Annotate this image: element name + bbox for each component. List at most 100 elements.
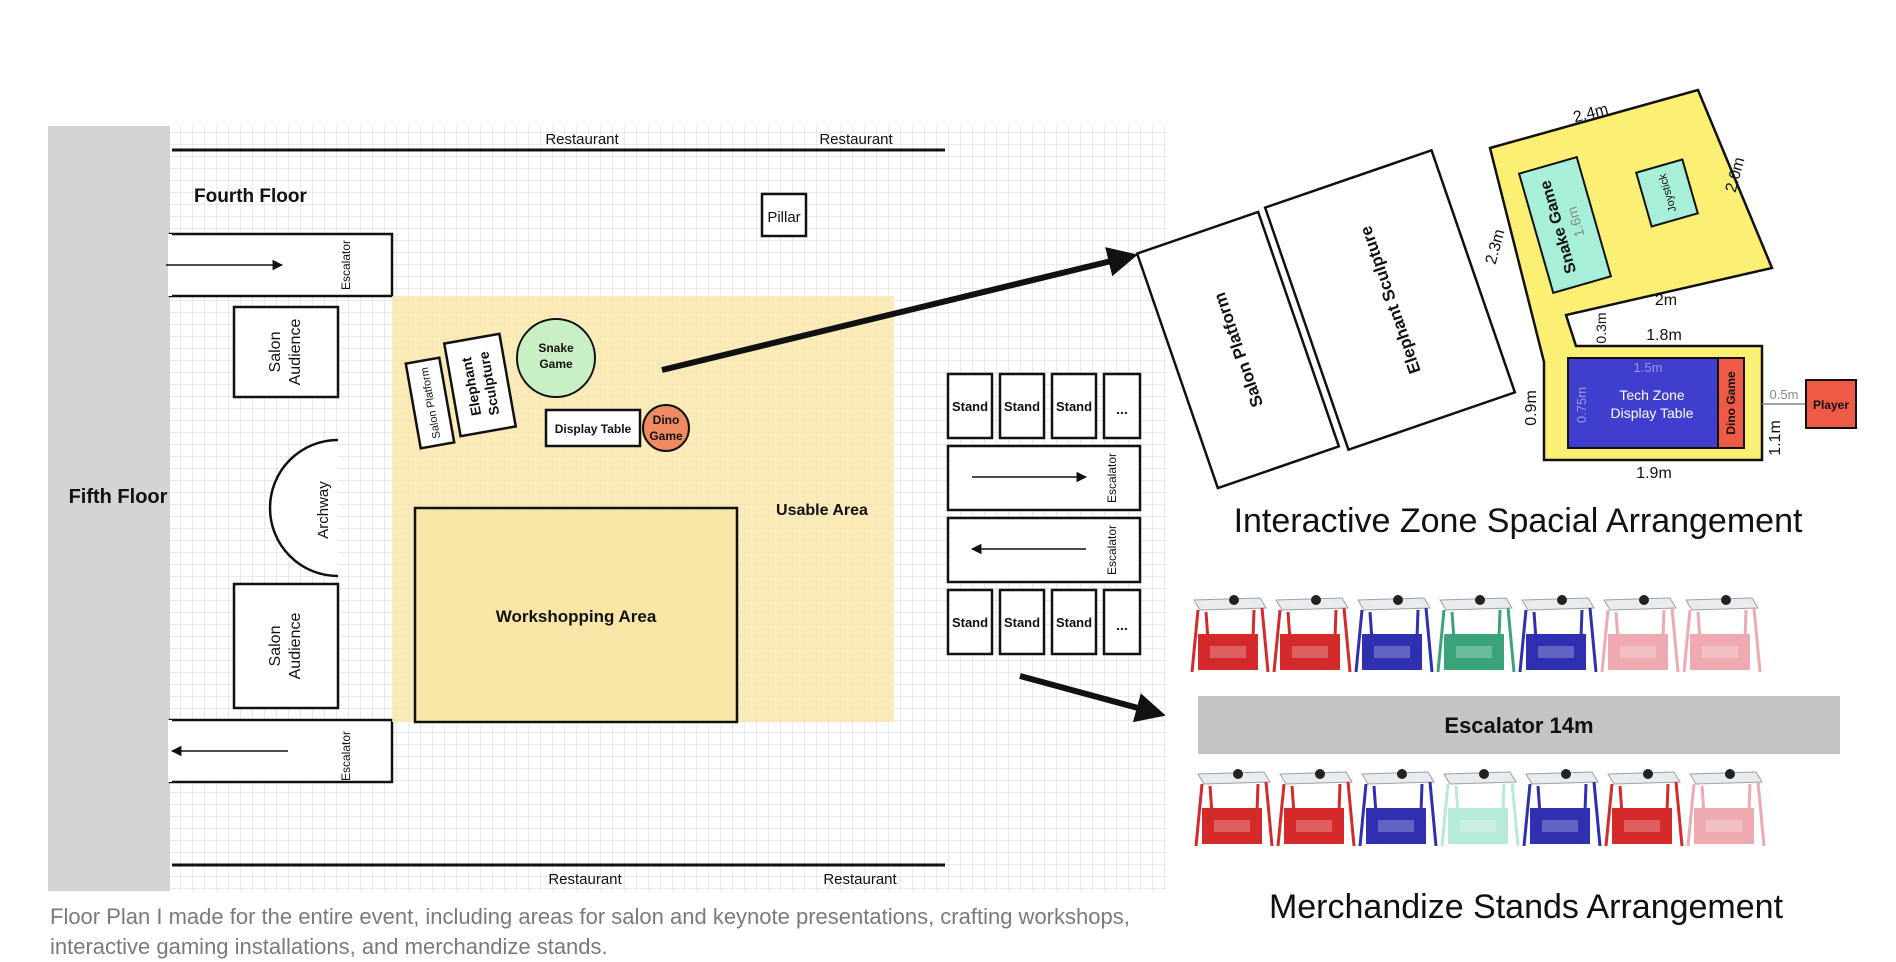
stand-logo-icon — [1475, 595, 1485, 605]
merch-stands-top-row — [1190, 595, 1762, 673]
stand-box-more — [1102, 372, 1142, 440]
merch-stand — [1190, 595, 1270, 673]
display-table-label: Display Table — [555, 422, 632, 436]
escalator-right-up-label: Escalator — [1105, 453, 1119, 503]
dim-inner-step: 2m — [1655, 292, 1677, 309]
merch-title: Merchandize Stands Arrangement — [1269, 888, 1784, 926]
dino-game-line1: Dino — [653, 413, 680, 427]
interactive-zone-title: Interactive Zone Spacial Arrangement — [1234, 502, 1803, 540]
escalator-bar-label: Escalator 14m — [1444, 713, 1593, 738]
restaurant-bottom-left: Restaurant — [548, 871, 622, 888]
dino-game-circle — [642, 404, 690, 452]
dim-bottom: 1.9m — [1636, 465, 1672, 482]
figure-caption: Floor Plan I made for the entire event, … — [50, 904, 1130, 959]
snake-game-line1: Snake — [538, 341, 574, 355]
salon-platform-small — [404, 356, 456, 450]
stand-logo-icon — [1557, 595, 1567, 605]
dim-left-upper: 2.3m — [1483, 227, 1509, 266]
snake-game-rect — [1517, 155, 1613, 295]
pillar-label: Pillar — [767, 209, 800, 226]
dino-game-line2: Game — [649, 429, 683, 443]
restaurant-top-left: Restaurant — [545, 131, 619, 148]
stand-box — [1050, 372, 1098, 440]
stand-ellipsis: ... — [1116, 401, 1128, 417]
salon-platform-large — [1135, 210, 1341, 490]
stand-ellipsis: ... — [1116, 617, 1128, 633]
merch-stand — [1522, 769, 1602, 847]
stand-logo-icon — [1311, 595, 1321, 605]
stand-logo-icon — [1725, 769, 1735, 779]
elephant-sculpture-large — [1263, 148, 1517, 452]
merch-stand — [1440, 769, 1520, 847]
salon-audience-top-line1: Salon — [267, 332, 284, 373]
merch-stand — [1354, 595, 1434, 673]
player-gap-dim: 0.5m — [1770, 387, 1799, 402]
tech-zone-table — [1567, 357, 1719, 449]
escalator-right-down-label: Escalator — [1105, 525, 1119, 575]
snake-game-circle — [516, 318, 596, 398]
merch-stand — [1272, 595, 1352, 673]
workshopping-area — [413, 506, 739, 724]
dim-left-lower: 0.9m — [1523, 390, 1540, 426]
snake-game-line2: Game — [539, 357, 573, 371]
fifth-floor-label: Fifth Floor — [69, 486, 168, 508]
merch-stand — [1604, 769, 1684, 847]
stands-top-row: Stand Stand Stand ... — [946, 372, 1142, 440]
pointer-arrow-merch — [1019, 673, 1166, 723]
stand-box — [946, 372, 994, 440]
fourth-floor-label: Fourth Floor — [194, 186, 308, 207]
stand-logo-icon — [1639, 595, 1649, 605]
merch-stand — [1358, 769, 1438, 847]
salon-audience-top — [232, 305, 340, 399]
player-label: Player — [1813, 398, 1849, 412]
stand-box-more — [1102, 588, 1142, 656]
restaurant-top-right: Restaurant — [819, 131, 893, 148]
merch-stand — [1276, 769, 1356, 847]
stand-logo-icon — [1479, 769, 1489, 779]
escalator-top-label: Escalator — [339, 240, 353, 290]
stands-bottom-row: Stand Stand Stand ... — [946, 588, 1142, 656]
fifth-floor-block — [48, 126, 170, 891]
stand-label: Stand — [952, 399, 988, 414]
escalator-right-up — [946, 444, 1142, 512]
stand-label: Stand — [1004, 615, 1040, 630]
interactive-zone-diagram: Salon Platform Elephant Sculpture Snake … — [1135, 88, 1857, 540]
stand-box — [998, 588, 1046, 656]
dino-game-rect — [1717, 357, 1745, 449]
stand-logo-icon — [1397, 769, 1407, 779]
dim-notch: 0.3m — [1593, 312, 1609, 343]
merch-stands-bottom-row — [1194, 769, 1766, 847]
stand-box — [998, 372, 1046, 440]
escalator-bottom-label: Escalator — [339, 731, 353, 781]
merch-stand — [1600, 595, 1680, 673]
display-table — [544, 408, 642, 448]
elephant-sculpture-small — [442, 332, 518, 438]
stand-label: Stand — [1004, 399, 1040, 414]
salon-audience-top-line2: Audience — [287, 319, 304, 386]
merch-stand — [1518, 595, 1598, 673]
stand-logo-icon — [1233, 769, 1243, 779]
stand-logo-icon — [1721, 595, 1731, 605]
tech-height-dim: 0.75m — [1574, 387, 1589, 423]
player-rect — [1805, 379, 1857, 429]
merch-stand — [1686, 769, 1766, 847]
stand-logo-icon — [1643, 769, 1653, 779]
salon-audience-bottom-line2: Audience — [287, 613, 304, 680]
tech-zone-line2: Display Table — [1610, 405, 1693, 421]
stand-logo-icon — [1315, 769, 1325, 779]
restaurant-bottom-right: Restaurant — [823, 871, 897, 888]
stand-logo-icon — [1229, 595, 1239, 605]
salon-audience-bottom-line1: Salon — [267, 626, 284, 667]
escalator-bar — [1198, 696, 1840, 754]
stand-label: Stand — [952, 615, 988, 630]
stand-box — [1050, 588, 1098, 656]
tech-width-dim: 1.5m — [1634, 360, 1663, 375]
stand-logo-icon — [1393, 595, 1403, 605]
archway-label: Archway — [315, 481, 332, 539]
usable-area-label: Usable Area — [776, 502, 868, 519]
stand-label: Stand — [1056, 399, 1092, 414]
workshopping-area-label: Workshopping Area — [496, 607, 657, 626]
dino-game-large-label: Dino Game — [1724, 371, 1738, 435]
salon-audience-bottom — [232, 582, 340, 710]
